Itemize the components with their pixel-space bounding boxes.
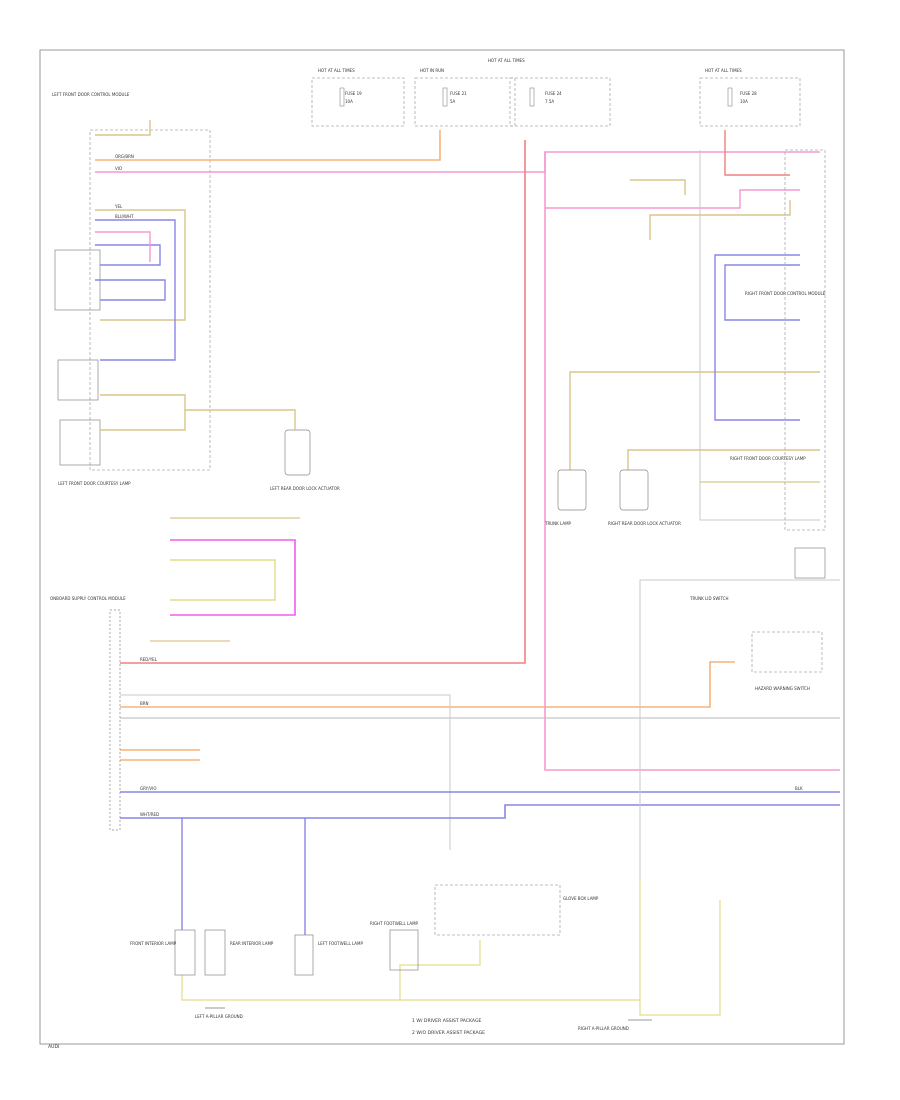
wire-gry-right-2 bbox=[639, 579, 840, 1015]
trunk-lamp: TRUNK LAMP bbox=[544, 469, 587, 526]
ground-symbol-left: LEFT A-PILLAR GROUND bbox=[195, 1007, 243, 1019]
fuse-box-1-title: HOT AT ALL TIMES bbox=[318, 68, 355, 73]
wire-blu-right-2 bbox=[724, 264, 800, 321]
footwell-right-label: RIGHT FOOTWELL LAMP bbox=[370, 921, 419, 926]
front-interior-lamp-label: FRONT INTERIOR LAMP bbox=[130, 941, 177, 946]
wire-blu-right-1 bbox=[714, 254, 800, 421]
wire-yel-left-4 bbox=[100, 410, 186, 431]
right-rear-lock-label: RIGHT REAR DOOR LOCK ACTUATOR bbox=[608, 521, 681, 526]
wire-yel-left-3 bbox=[100, 394, 296, 430]
glove-box-lamp: GLOVE BOX LAMP bbox=[434, 884, 599, 936]
courtesy-lamp-left-label: LEFT FRONT DOOR COURTESY LAMP bbox=[58, 481, 131, 486]
wire-yel-left-1 bbox=[95, 120, 151, 136]
fuse-box-3-fuse: FUSE 24 bbox=[545, 91, 562, 96]
wire-pink-right-2 bbox=[545, 189, 800, 209]
right-door-module: RIGHT FRONT DOOR CONTROL MODULE RIGHT FR… bbox=[730, 149, 826, 531]
note-2: 2 W/O DRIVER ASSIST PACKAGE bbox=[412, 1030, 485, 1036]
right-rear-lock: RIGHT REAR DOOR LOCK ACTUATOR bbox=[608, 469, 681, 526]
wire-tan-right-1 bbox=[569, 371, 820, 470]
fuse-box-1: HOT AT ALL TIMES FUSE 19 10A bbox=[311, 68, 405, 127]
rear-interior-lamp-label: REAR INTERIOR LAMP bbox=[230, 941, 274, 946]
fuse-box-4-title: HOT AT ALL TIMES bbox=[705, 68, 742, 73]
hazard-switch: HAZARD WARNING SWITCH bbox=[751, 631, 823, 691]
right-door-module-label: RIGHT FRONT DOOR CONTROL MODULE bbox=[745, 291, 826, 296]
ground-symbol-right: RIGHT A-PILLAR GROUND bbox=[578, 1019, 652, 1031]
wire-tan-right-4 bbox=[630, 179, 686, 195]
wire-pink-left bbox=[95, 231, 151, 262]
footer-code: AUDI bbox=[48, 1044, 59, 1050]
hazard-switch-label: HAZARD WARNING SWITCH bbox=[755, 686, 810, 691]
fuse-box-2-title: HOT IN RUN bbox=[420, 68, 444, 73]
wire-gry-right bbox=[699, 150, 820, 521]
fuse-box-1-fuse: FUSE 19 bbox=[345, 91, 362, 96]
wire-blu-left-3 bbox=[95, 279, 166, 301]
wire-gnd-1 bbox=[181, 975, 640, 1001]
wire-yel-mid bbox=[170, 559, 276, 601]
front-interior-lamp: FRONT INTERIOR LAMP bbox=[130, 929, 196, 976]
fuse-box-4-amps: 10A bbox=[740, 99, 748, 104]
fuse-box-3: HOT AT ALL TIMES FUSE 24 7.5A bbox=[488, 58, 611, 127]
fuse-box-3-amps: 7.5A bbox=[545, 99, 554, 104]
fuse-box-4-fuse: FUSE 28 bbox=[740, 91, 757, 96]
fuse-box-1-amps: 10A bbox=[345, 99, 353, 104]
rear-interior-lamp: REAR INTERIOR LAMP bbox=[204, 929, 274, 976]
trunk-lamp-label: TRUNK LAMP bbox=[544, 521, 572, 526]
fuse-box-2-fuse: FUSE 21 bbox=[450, 91, 467, 96]
left-rear-lock-label: LEFT REAR DOOR LOCK ACTUATOR bbox=[270, 486, 340, 491]
wire-blu-left-1 bbox=[95, 219, 176, 361]
glove-box-lamp-label: GLOVE BOX LAMP bbox=[563, 896, 599, 901]
wire-gry-2 bbox=[120, 694, 451, 850]
wire-label-blu-wht: BLU/WHT bbox=[115, 214, 134, 219]
left-door-module: LEFT FRONT DOOR CONTROL MODULE LEFT FRON… bbox=[52, 92, 211, 486]
left-door-module-label: LEFT FRONT DOOR CONTROL MODULE bbox=[52, 92, 130, 97]
wire-red-right bbox=[724, 130, 790, 176]
ground-left-label: LEFT A-PILLAR GROUND bbox=[195, 1014, 243, 1019]
wire-red-long bbox=[120, 140, 526, 664]
wire-label-org-brn: ORG/BRN bbox=[115, 154, 134, 159]
wire-pink-right bbox=[544, 152, 840, 771]
wire-pink-mid bbox=[170, 539, 296, 616]
wire-vio-top bbox=[95, 151, 820, 173]
wire-label-vio: VIO bbox=[115, 166, 122, 171]
trunk-switch: TRUNK LID SWITCH bbox=[689, 547, 826, 601]
wire-label-blk: BLK bbox=[795, 786, 803, 791]
wire-org-brn-top bbox=[95, 130, 441, 161]
wire-org-lower bbox=[120, 661, 735, 708]
fuse-box-2-amps: 5A bbox=[450, 99, 456, 104]
ground-right-label: RIGHT A-PILLAR GROUND bbox=[578, 1026, 629, 1031]
trunk-switch-label: TRUNK LID SWITCH bbox=[689, 596, 728, 601]
wire-tan-right-3 bbox=[649, 200, 791, 240]
footwell-left-label: LEFT FOOTWELL LAMP bbox=[318, 941, 363, 946]
footwell-right: RIGHT FOOTWELL LAMP bbox=[370, 921, 419, 971]
wire-gnd-2 bbox=[639, 880, 721, 1016]
footwell-left: LEFT FOOTWELL LAMP bbox=[294, 934, 363, 976]
wire-label-wht-red: WHT/RED bbox=[140, 812, 159, 817]
fuse-box-4: HOT AT ALL TIMES FUSE 28 10A bbox=[699, 68, 801, 127]
wire-gnd-3 bbox=[399, 940, 481, 1000]
wire-label-gry-vio: GRY/VIO bbox=[140, 786, 156, 791]
left-rear-lock: LEFT REAR DOOR LOCK ACTUATOR bbox=[270, 429, 340, 491]
wire-blu-left-2 bbox=[95, 244, 161, 266]
onboard-module-label: ONBOARD SUPPLY CONTROL MODULE bbox=[50, 596, 126, 601]
onboard-module: ONBOARD SUPPLY CONTROL MODULE bbox=[50, 596, 126, 831]
fuse-box-3-title: HOT AT ALL TIMES bbox=[488, 58, 525, 63]
diagram-frame bbox=[39, 49, 845, 1045]
wire-label-yel: YEL bbox=[114, 204, 123, 209]
note-1: 1 W/ DRIVER ASSIST PACKAGE bbox=[412, 1018, 482, 1024]
wire-yel-left-2 bbox=[95, 209, 186, 321]
wire-label-red-yel: RED/YEL bbox=[140, 657, 158, 662]
courtesy-lamp-right-label: RIGHT FRONT DOOR COURTESY LAMP bbox=[730, 456, 806, 461]
wire-tan-right-2 bbox=[627, 449, 820, 470]
wire-blu-bottom-2 bbox=[120, 804, 840, 819]
wire-label-brn: BRN bbox=[140, 701, 149, 706]
fuse-box-2: HOT IN RUN FUSE 21 5A bbox=[414, 68, 516, 127]
